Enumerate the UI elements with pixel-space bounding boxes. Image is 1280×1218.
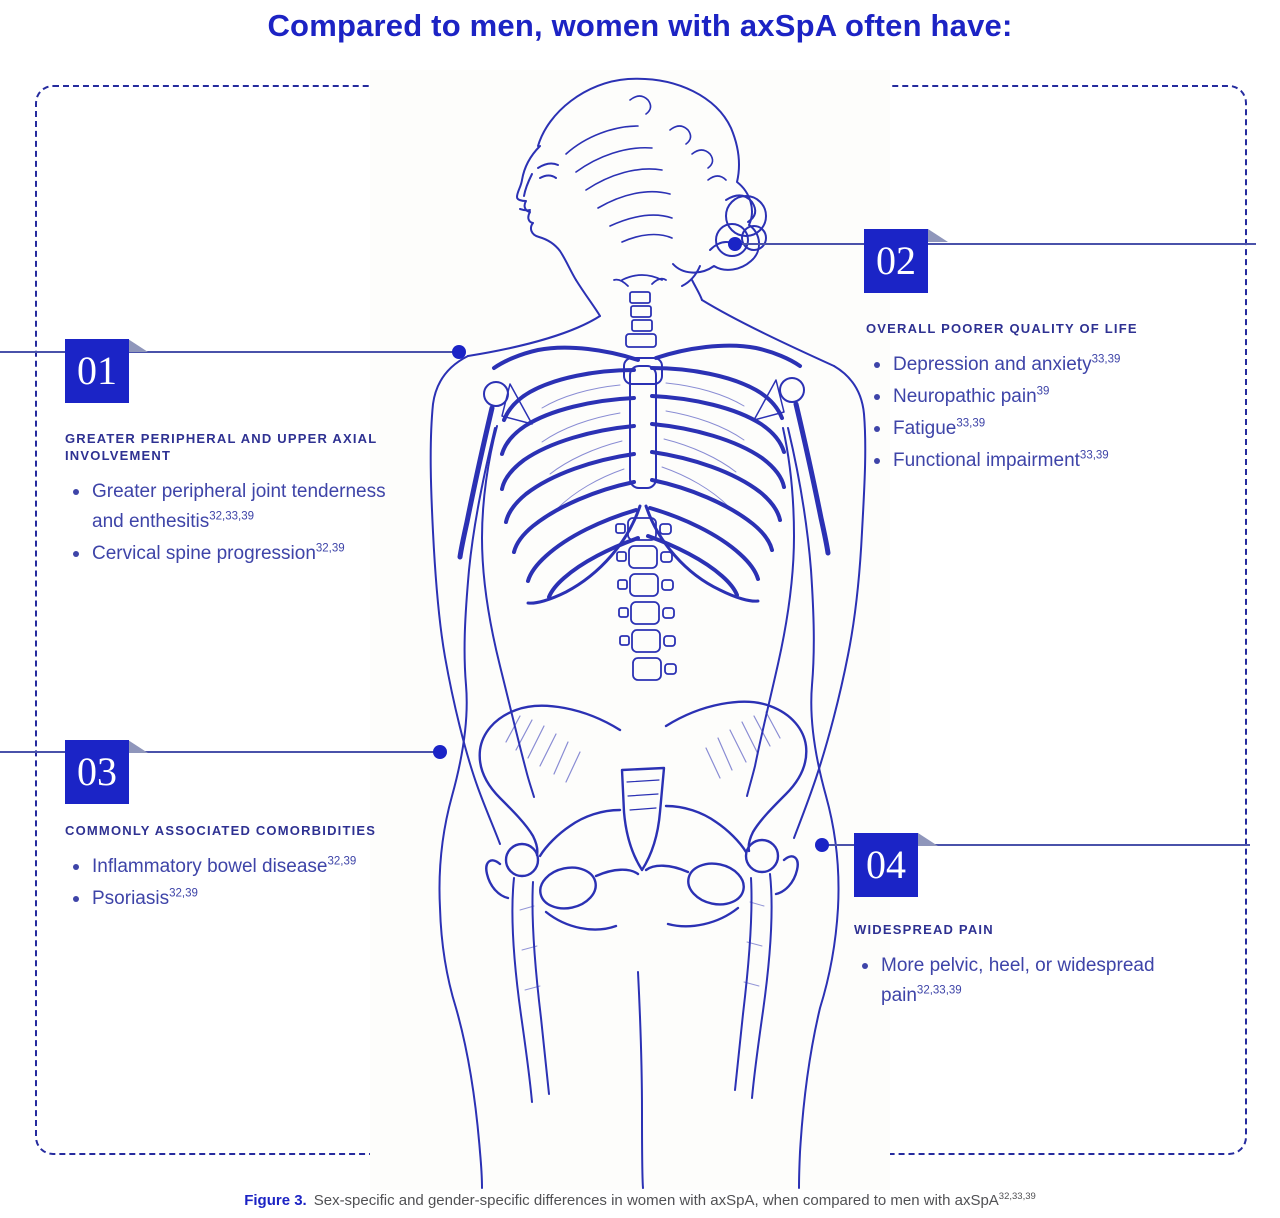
- leader-dot-01: [452, 345, 466, 359]
- callout-04-number-box: 04: [854, 833, 918, 897]
- bullet-item: Cervical spine progression32,39: [65, 539, 395, 569]
- bullet-item: Inflammatory bowel disease32,39: [65, 852, 425, 882]
- reference-superscript: 32,33,39: [209, 510, 255, 523]
- leader-dot-04: [815, 838, 829, 852]
- bullet-item: Greater peripheral joint tenderness and …: [65, 477, 395, 537]
- callout-03-heading: COMMONLY ASSOCIATED COMORBIDITIES: [65, 823, 377, 838]
- callout-03-text: COMMONLY ASSOCIATED COMORBIDITIES Inflam…: [65, 822, 425, 916]
- reference-superscript: 33,39: [956, 417, 986, 430]
- bullet-item: Psoriasis32,39: [65, 884, 425, 914]
- callout-04-text: WIDESPREAD PAIN More pelvic, heel, or wi…: [854, 921, 1194, 1013]
- leader-line-01: [0, 351, 460, 353]
- figure-caption-references: 32,33,39: [998, 1191, 1036, 1202]
- callout-02-heading: OVERALL POORER QUALITY OF LIFE: [866, 321, 1138, 336]
- reference-superscript: 39: [1036, 385, 1050, 398]
- callout-04-heading: WIDESPREAD PAIN: [854, 922, 994, 937]
- page-title: Compared to men, women with axSpA often …: [267, 8, 1013, 43]
- leader-line-02: [735, 243, 1256, 245]
- callout-03-number-box: 03: [65, 740, 129, 804]
- body-outline: [429, 279, 867, 1189]
- leader-line-04: [822, 844, 1250, 846]
- callout-01-number: 01: [77, 348, 117, 393]
- callout-02-text: OVERALL POORER QUALITY OF LIFE Depressio…: [866, 320, 1246, 478]
- head-and-hair: [516, 77, 767, 287]
- bullet-item: More pelvic, heel, or widespread pain32,…: [854, 951, 1194, 1011]
- reference-superscript: 33,39: [1079, 449, 1109, 462]
- callout-01-number-box: 01: [65, 339, 129, 403]
- callout-04-number: 04: [866, 842, 906, 887]
- reference-superscript: 33,39: [1091, 353, 1121, 366]
- reference-superscript: 32,39: [169, 887, 198, 900]
- bullet-item: Fatigue33,39: [866, 414, 1246, 444]
- anatomy-illustration: [370, 70, 890, 1190]
- figure-caption: Figure 3. Sex-specific and gender-specifi…: [0, 1192, 1280, 1209]
- callout-04-bullet-list: More pelvic, heel, or widespread pain32,…: [854, 951, 1194, 1011]
- callout-02-number: 02: [876, 238, 916, 283]
- reference-superscript: 32,39: [315, 542, 345, 555]
- leader-dot-03: [433, 745, 447, 759]
- callout-02-number-box: 02: [864, 229, 928, 293]
- callout-01-bullet-list: Greater peripheral joint tenderness and …: [65, 477, 395, 569]
- reference-superscript: 32,39: [327, 855, 357, 868]
- bullet-item: Functional impairment33,39: [866, 446, 1246, 476]
- reference-superscript: 32,33,39: [916, 984, 962, 997]
- callout-01-heading: GREATER PERIPHERAL AND UPPER AXIAL INVOL…: [65, 431, 378, 463]
- skeleton: [457, 274, 831, 1103]
- callout-01-text: GREATER PERIPHERAL AND UPPER AXIAL INVOL…: [65, 430, 395, 571]
- illustration-paper-background: [370, 70, 890, 1190]
- leader-line-03: [0, 751, 440, 753]
- leader-dot-02: [728, 237, 742, 251]
- figure-caption-text: Sex-specific and gender-specific differe…: [313, 1192, 999, 1209]
- bullet-item: Neuropathic pain39: [866, 382, 1246, 412]
- callout-03-number: 03: [77, 749, 117, 794]
- bullet-item: Depression and anxiety33,39: [866, 350, 1246, 380]
- figure-caption-label: Figure 3.: [244, 1192, 307, 1209]
